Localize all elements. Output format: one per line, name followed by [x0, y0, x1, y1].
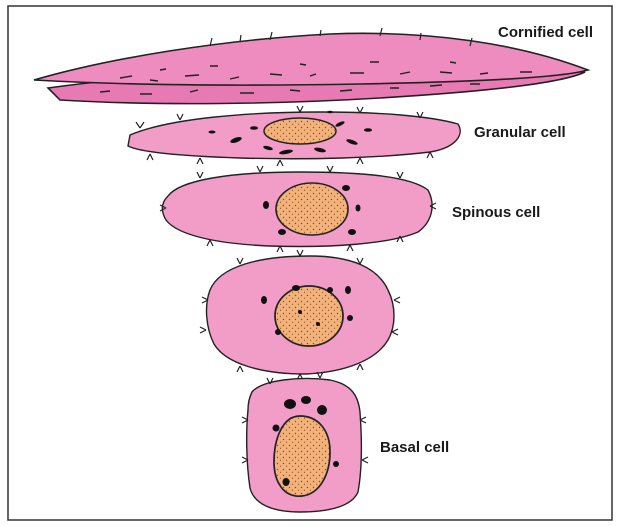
label-spinous-cell: Spinous cell: [452, 204, 540, 221]
label-cornified-cell: Cornified cell: [498, 24, 593, 41]
basal-cell: [242, 372, 368, 512]
label-basal-cell: Basal cell: [380, 439, 449, 456]
label-granular-cell: Granular cell: [474, 124, 566, 141]
